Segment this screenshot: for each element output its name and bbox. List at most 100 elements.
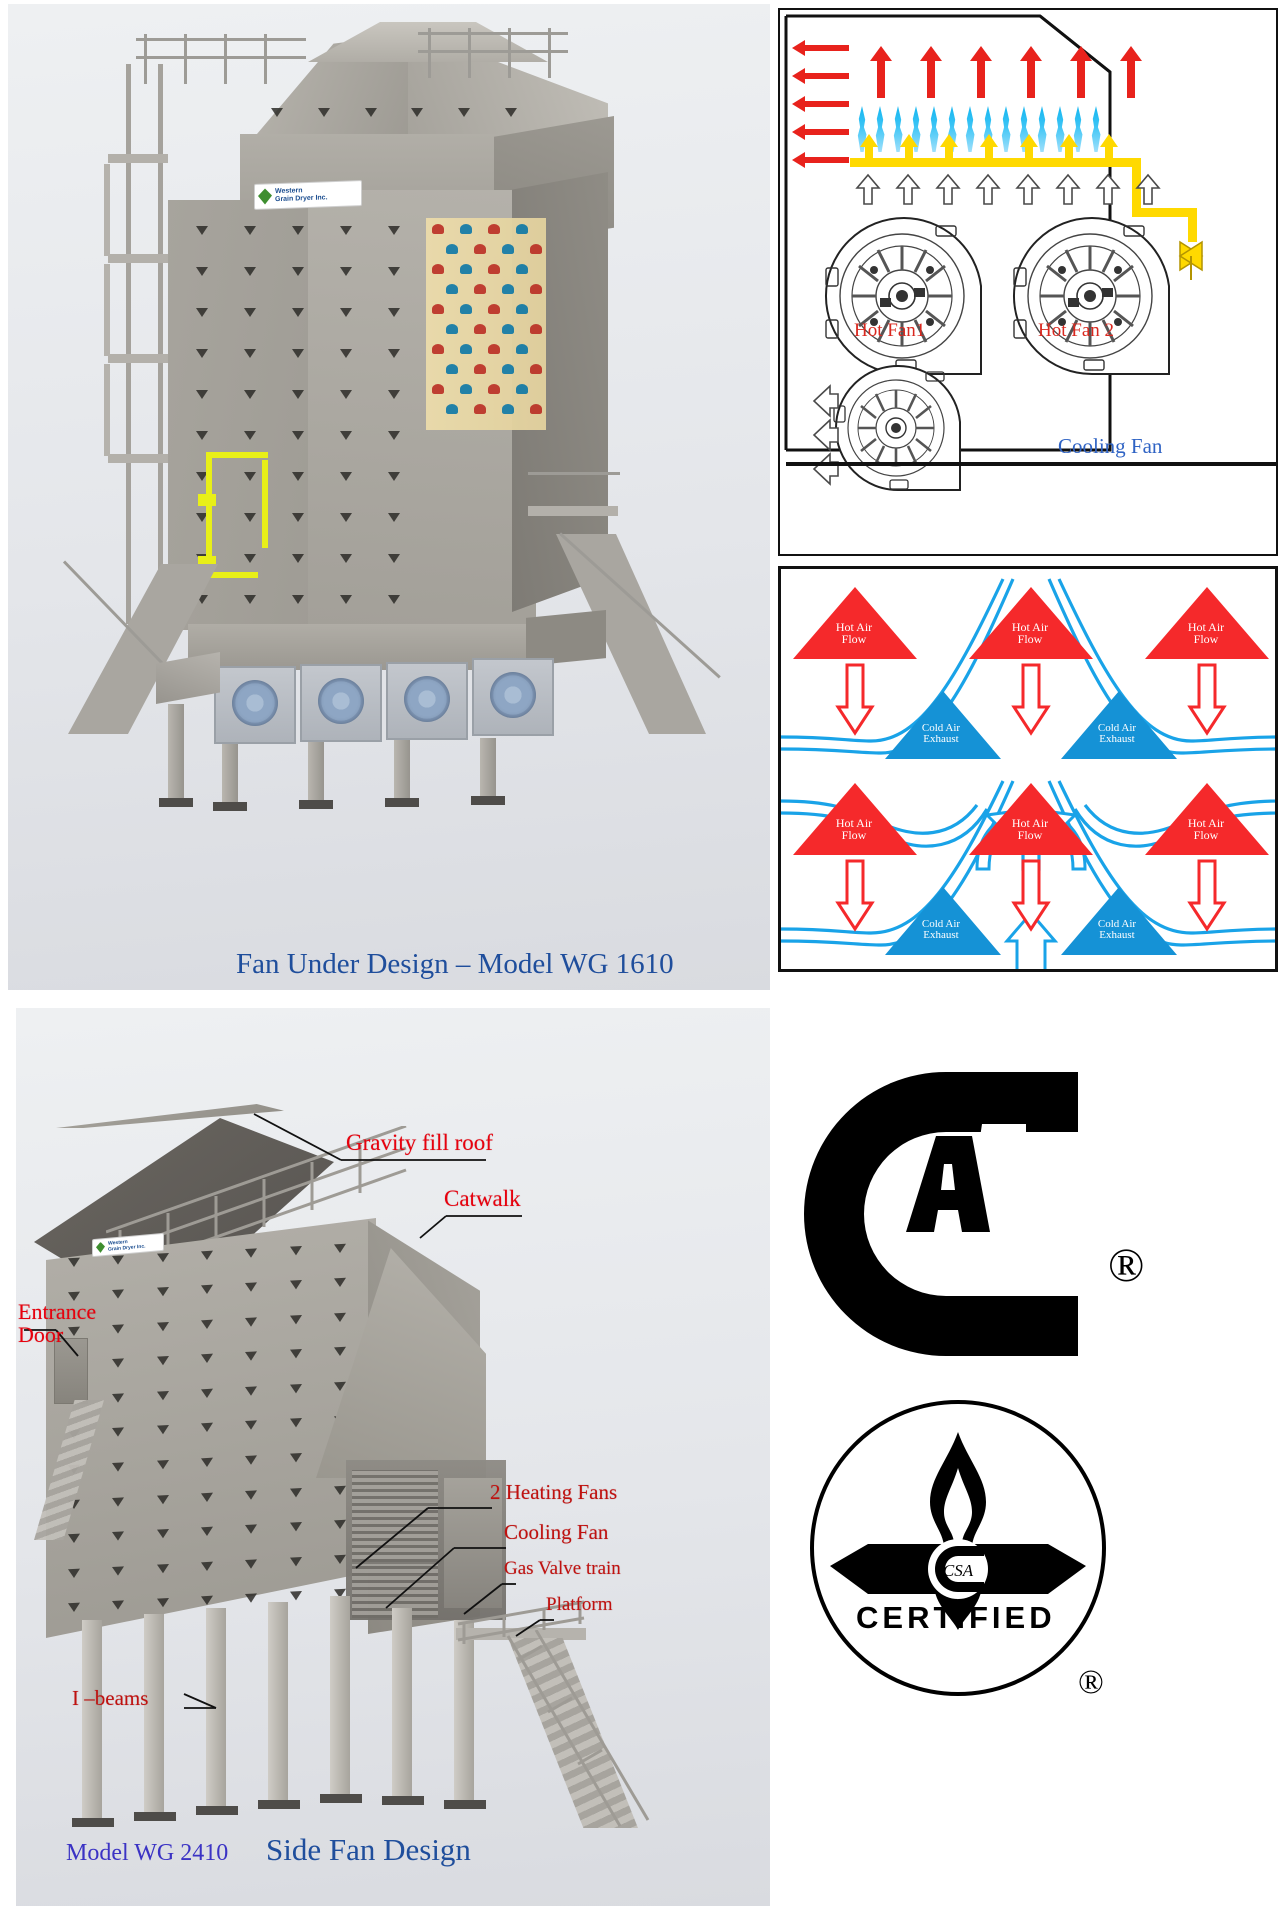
hot-air-line-1: Hot Air bbox=[1011, 816, 1049, 830]
csa-certified-registered-mark: ® bbox=[1078, 1664, 1104, 1701]
hot-air-down-arrow bbox=[1187, 663, 1227, 736]
ladder-landing-3 bbox=[108, 354, 168, 363]
ladder-landing-4 bbox=[108, 454, 168, 463]
model-label-bottom: Model WG 2410 bbox=[66, 1840, 229, 1866]
callout-i-beams: I –beams bbox=[72, 1686, 149, 1710]
fan-wheel-4 bbox=[490, 672, 536, 718]
callout-platform: Platform bbox=[546, 1594, 613, 1615]
panel-fan-schematic: Hot Fan1 bbox=[778, 8, 1278, 556]
hot-air-down-arrow bbox=[835, 859, 875, 932]
top-rail-post-1 bbox=[144, 34, 147, 84]
cold-air-line-1: Cold Air bbox=[1097, 722, 1137, 734]
cold-air-triangle bbox=[885, 887, 1001, 955]
gas-pipe-riser bbox=[262, 460, 268, 548]
cold-air-line-2: Exhaust bbox=[923, 929, 959, 942]
flame-icon bbox=[1055, 106, 1065, 152]
hot-air-label: Hot Air Flow bbox=[799, 817, 909, 841]
hot-air-label: Hot Air Flow bbox=[799, 621, 909, 645]
hot-air-line-2: Flow bbox=[1193, 632, 1219, 647]
hot-air-arrow-2 bbox=[920, 46, 942, 98]
gas-arrow-1 bbox=[860, 134, 878, 160]
cold-air-triangle bbox=[1061, 691, 1177, 759]
leg-base-5 bbox=[159, 798, 193, 807]
fan-wheel-2 bbox=[318, 678, 364, 724]
hot-air-triangle bbox=[969, 587, 1093, 659]
cold-air-triangle bbox=[885, 691, 1001, 759]
svg-text:CSA: CSA bbox=[943, 1561, 974, 1580]
fan-wheel-3 bbox=[404, 676, 450, 722]
support-leg-2 bbox=[308, 742, 324, 802]
top-rail-2 bbox=[136, 56, 306, 59]
flame-icon bbox=[1091, 106, 1101, 152]
hot-air-triangle bbox=[1145, 783, 1269, 855]
callout-entrance-line-2: Door bbox=[18, 1322, 64, 1348]
csa-logo bbox=[786, 1064, 1106, 1369]
top-rail-post-3 bbox=[224, 34, 227, 84]
dryer-body-front-lower bbox=[46, 1218, 376, 1638]
gas-pipe-bottom bbox=[206, 572, 258, 578]
fan-house-grille bbox=[352, 1470, 438, 1562]
cold-air-line-2: Exhaust bbox=[923, 733, 959, 746]
render-top-caption: Fan Under Design – Model WG 1610 bbox=[236, 948, 674, 980]
top-rail-right-post-4 bbox=[548, 28, 551, 78]
cold-air-label: Cold Air Exhaust bbox=[1065, 918, 1169, 941]
cold-air-line-1: Cold Air bbox=[921, 918, 961, 930]
ladder-cage-1 bbox=[104, 164, 110, 256]
flame-icon bbox=[1001, 106, 1011, 152]
i-beam-base-3 bbox=[196, 1806, 238, 1815]
top-rail-post-4 bbox=[264, 34, 267, 84]
hot-air-line-2: Flow bbox=[841, 632, 867, 647]
hot-air-label: Hot Air Flow bbox=[975, 621, 1085, 645]
exhaust-arrow-1 bbox=[792, 40, 849, 56]
louver-grid-left-face bbox=[178, 210, 418, 620]
callout-entrance-door: Entrance Door bbox=[18, 1300, 96, 1346]
gas-supply-riser bbox=[1132, 158, 1141, 216]
hot-air-line-1: Hot Air bbox=[835, 620, 873, 634]
panel-certification-logos: ® CSA CERTIFIED ® bbox=[778, 1008, 1278, 1906]
i-beam-base-2 bbox=[134, 1812, 176, 1821]
i-beam-base-6 bbox=[382, 1796, 424, 1805]
callout-catwalk: Catwalk bbox=[444, 1186, 521, 1211]
ladder-stile-left bbox=[126, 64, 131, 624]
cold-air-label: Cold Air Exhaust bbox=[889, 918, 993, 942]
i-beam-6 bbox=[392, 1608, 412, 1798]
cold-air-line-1: Cold Air bbox=[921, 722, 961, 734]
support-leg-1 bbox=[222, 744, 238, 804]
support-leg-3 bbox=[394, 740, 410, 800]
flame-icon bbox=[857, 106, 867, 152]
panel-dryer-render-bottom: Western Grain Dryer Inc. bbox=[16, 1008, 770, 1906]
leg-base-2 bbox=[299, 800, 333, 809]
support-leg-4 bbox=[480, 738, 496, 798]
hot-air-label: Hot Air Flow bbox=[975, 817, 1085, 841]
hot-air-triangle bbox=[969, 783, 1093, 855]
i-beam-3 bbox=[206, 1608, 226, 1808]
fan-plenum-side bbox=[526, 610, 606, 666]
gas-manifold-bar bbox=[850, 158, 1140, 167]
cooling-air-arrows bbox=[812, 384, 839, 486]
flame-icon bbox=[875, 106, 885, 152]
hot-air-line-1: Hot Air bbox=[1187, 816, 1225, 830]
hot-air-line-1: Hot Air bbox=[835, 816, 873, 830]
flame-icon bbox=[947, 106, 957, 152]
top-rail-right-post-1 bbox=[428, 28, 431, 78]
i-beam-base-4 bbox=[258, 1800, 300, 1809]
hot-air-line-2: Flow bbox=[841, 828, 867, 843]
leaf-icon bbox=[96, 1242, 105, 1254]
hot-air-triangle bbox=[1145, 587, 1269, 659]
i-beam-base-5 bbox=[320, 1794, 362, 1803]
ladder-landing-2 bbox=[108, 254, 168, 263]
fresh-air-arrow-row bbox=[855, 173, 1161, 205]
i-beam-base-7 bbox=[444, 1800, 486, 1809]
flame-icon bbox=[1019, 106, 1029, 152]
cooling-fan-label: Cooling Fan bbox=[1058, 434, 1163, 458]
hot-air-line-2: Flow bbox=[1017, 632, 1043, 647]
burner-flame-row bbox=[854, 106, 1104, 152]
panel-airflow-diagram: Hot Air Flow Hot Air Flow Hot Air Flow C… bbox=[778, 566, 1278, 972]
entrance-door-shape bbox=[54, 1338, 88, 1404]
csa-certified-text: CERTIFIED bbox=[856, 1600, 1056, 1635]
stair-railing bbox=[506, 1630, 650, 1827]
gas-valve-block bbox=[198, 494, 216, 506]
brand-line-2: Grain Dryer Inc. bbox=[275, 194, 328, 204]
cold-air-triangle bbox=[1061, 887, 1177, 955]
hot-air-down-arrow bbox=[1011, 859, 1051, 932]
